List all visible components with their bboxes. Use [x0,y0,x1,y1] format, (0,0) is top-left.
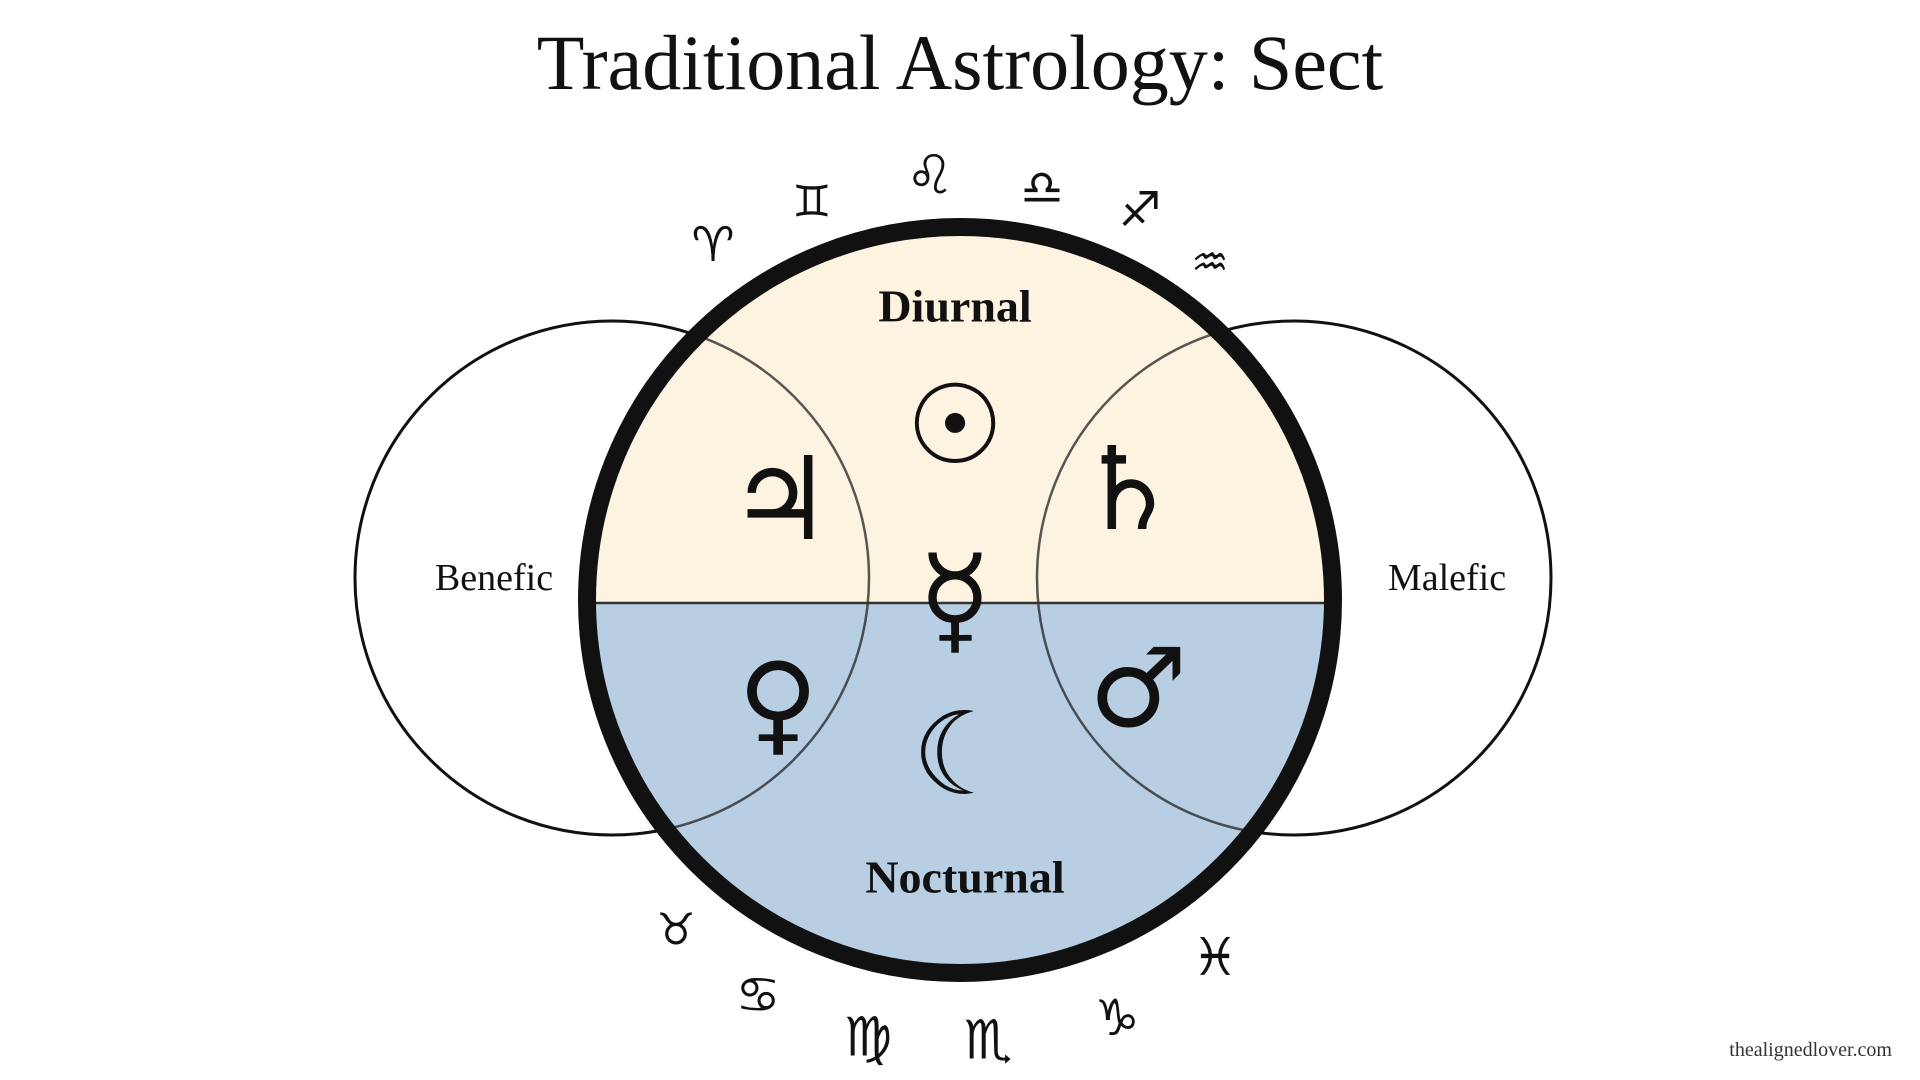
aries-icon: ♈ [691,217,734,273]
moon-icon: ☾ [911,688,1014,822]
capricorn-icon: ♑ [1095,989,1140,1047]
site-credit: thealignedlover.com [1729,1039,1892,1061]
leo-icon: ♌ [906,144,954,207]
jupiter-icon: ♃ [728,433,831,567]
venus-icon: ♀ [738,639,819,767]
mercury-icon: ☿ [918,531,992,670]
page-title: Traditional Astrology: Sect [536,19,1384,106]
pisces-icon: ♓ [1192,928,1239,988]
sun-icon: ☉ [906,361,1005,489]
mars-icon: ♂ [1089,624,1188,752]
sect-ring [578,218,1342,982]
sagittarius-icon: ♐ [1118,182,1161,238]
malefic-label: Malefic [1388,557,1506,599]
libra-icon: ♎ [1020,160,1063,216]
diurnal-label: Diurnal [878,281,1031,332]
scorpio-icon: ♏ [964,1009,1012,1072]
taurus-icon: ♉ [656,905,695,956]
cancer-icon: ♋ [736,966,781,1024]
benefic-label: Benefic [435,557,553,599]
gemini-icon: ♊ [792,177,831,228]
nocturnal-label: Nocturnal [865,852,1064,903]
aquarius-icon: ♒ [1191,238,1229,287]
virgo-icon: ♍ [844,1006,892,1069]
saturn-icon: ♄ [1076,423,1179,557]
